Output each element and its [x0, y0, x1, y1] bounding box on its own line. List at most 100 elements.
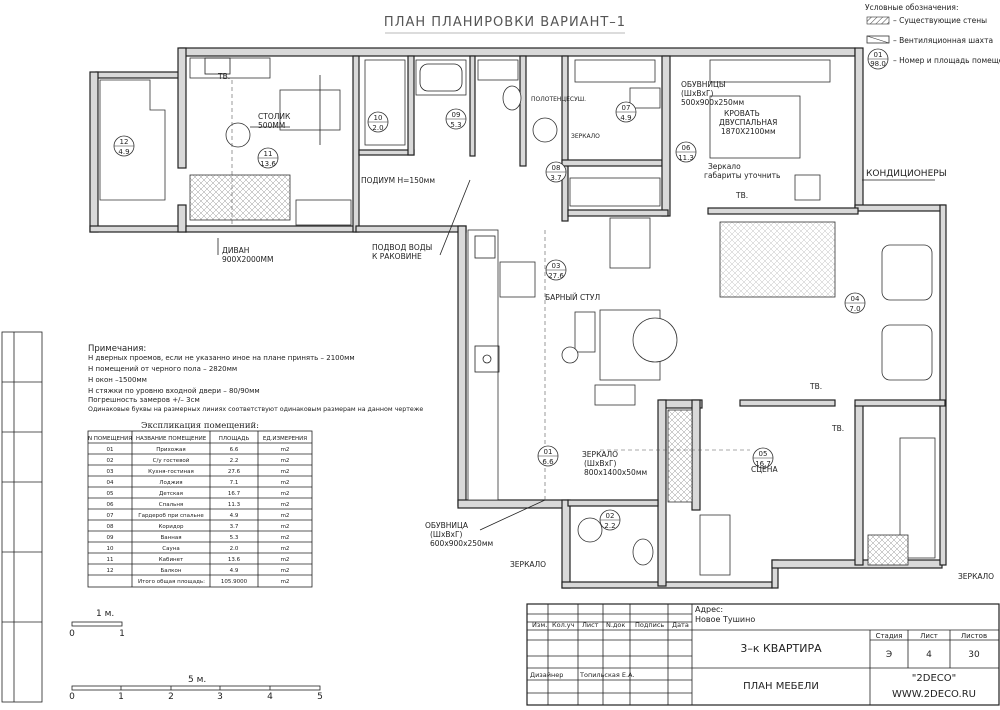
obuvnica-label-1: ОБУВНИЦА [425, 521, 469, 530]
legend-item-room: – Номер и площадь помещения [893, 56, 1000, 65]
annotations: ТВ. СТОЛИК 500ММ ДИВАН 900Х2000ММ ПОДИУМ… [217, 72, 994, 581]
zerkalo-right-label: ЗЕРКАЛО [958, 572, 994, 581]
explication-title: Экспликация помещений: [141, 421, 259, 431]
expl-cell: 2.0 [230, 546, 239, 552]
obuvnicy-label-3: 500х900х250мм [681, 98, 744, 107]
furniture [99, 57, 936, 576]
svg-text:06: 06 [682, 144, 691, 152]
binding-stamp [1, 331, 43, 703]
expl-cell: Балкон [161, 568, 182, 574]
expl-cell: m2 [281, 491, 290, 497]
note-line-5: Погрешность замеров +/– 3см [88, 396, 200, 404]
svg-text:08: 08 [552, 164, 561, 172]
expl-total-label: Итого общая площадь: [138, 579, 205, 585]
note-line-2: Н помещений от черного пола – 2820мм [88, 365, 237, 373]
expl-cell: 09 [107, 535, 114, 541]
svg-text:3: 3 [217, 692, 223, 702]
expl-cell: Лоджия [159, 480, 182, 486]
expl-cell: m2 [281, 458, 290, 464]
svg-text:09: 09 [452, 111, 461, 119]
zerkalo-gab-label-1: Зеркало [708, 162, 741, 171]
svg-text:12: 12 [120, 138, 129, 146]
svg-text:13.6: 13.6 [260, 160, 276, 168]
room-marker-04: 04 7.0 [844, 292, 866, 314]
expl-cell: m2 [281, 502, 290, 508]
expl-cell: С/у гостевой [153, 457, 190, 464]
svg-text:4: 4 [267, 692, 273, 702]
expl-cell: Сауна [162, 546, 179, 552]
expl-header-name: НАЗВАНИЕ ПОМЕЩЕНИЕ [136, 436, 207, 442]
plan-title: ПЛАН ПЛАНИРОВКИ ВАРИАНТ–1 [384, 15, 626, 30]
expl-cell: 10 [107, 546, 114, 552]
scena-label: СЦЕНА [751, 465, 778, 474]
krovat-label-2: ДВУСПАЛЬНАЯ [719, 118, 777, 127]
expl-cell: 01 [107, 447, 114, 453]
expl-cell: 16.7 [228, 491, 241, 497]
expl-cell: 06 [107, 502, 114, 508]
svg-text:11: 11 [264, 150, 273, 158]
expl-cell: 07 [107, 513, 114, 519]
svg-text:07: 07 [622, 104, 631, 112]
svg-text:05: 05 [759, 450, 768, 458]
expl-cell: 4.9 [230, 513, 239, 519]
svg-text:01: 01 [544, 448, 553, 456]
expl-header-area: ПЛОЩАДЬ [219, 436, 250, 442]
tb-header-ndok: N.док [606, 621, 625, 629]
svg-text:3.7: 3.7 [550, 174, 561, 182]
svg-text:0: 0 [69, 629, 75, 639]
stolik-label: СТОЛИК [258, 112, 291, 121]
expl-cell: Кабинет [159, 557, 184, 563]
svg-text:1: 1 [118, 692, 124, 702]
scale-5m-label: 5 м. [188, 675, 206, 685]
svg-text:6.6: 6.6 [542, 458, 554, 466]
room-marker-01: 01 6.6 [537, 445, 559, 467]
room-markers: 12 4.9 11 13.6 10 2.0 09 5.3 08 3.7 [113, 101, 866, 531]
expl-cell: Кухня-гостиная [148, 469, 194, 475]
expl-cell: Прихожая [156, 447, 185, 453]
svg-text:02: 02 [606, 512, 615, 520]
svg-text:1: 1 [119, 629, 125, 639]
krovat-label-1: КРОВАТЬ [724, 109, 760, 118]
zerkalo-hall-label-3: 800х1400х50мм [584, 468, 647, 477]
expl-cell: 12 [107, 568, 114, 574]
obuvnicy-label-2: (ШхВхГ) [681, 89, 714, 98]
obuvnica-label-2: (ШхВхГ) [430, 530, 463, 539]
tv-label-living: ТВ. [809, 382, 822, 391]
expl-total-unit: m2 [281, 579, 290, 585]
scale-1m: 1 м. 0 1 [69, 609, 125, 639]
expl-cell: m2 [281, 568, 290, 574]
expl-cell: 11 [107, 557, 114, 563]
svg-text:10: 10 [374, 114, 383, 122]
expl-cell: 11.3 [228, 502, 241, 508]
svg-text:2.2: 2.2 [604, 522, 615, 530]
expl-cell: 13.6 [228, 557, 241, 563]
expl-cell: 2.2 [230, 458, 239, 464]
tb-sheets: 30 [968, 650, 980, 660]
tb-address: Новое Тушино [695, 615, 755, 624]
tv-label-children: ТВ. [831, 424, 844, 433]
zerkalo-gab-label-2: габариты уточнить [704, 171, 780, 180]
room-marker-02: 02 2.2 [599, 509, 621, 531]
tb-sheet: 4 [926, 650, 932, 660]
expl-cell: m2 [281, 447, 290, 453]
expl-cell: 4.9 [230, 568, 239, 574]
svg-text:04: 04 [851, 295, 860, 303]
tb-header-data: Дата [672, 621, 689, 629]
tb-project: 3–к КВАРТИРА [740, 642, 822, 655]
tb-sheets-header: Листов [961, 632, 987, 640]
expl-cell: 04 [107, 480, 114, 486]
svg-text:5: 5 [317, 692, 323, 702]
tb-header-podpis: Подпись [635, 621, 664, 629]
obuvnica-label-3: 600х900х250мм [430, 539, 493, 548]
room-marker-03: 03 27.6 [545, 259, 567, 281]
expl-cell: Коридор [159, 524, 185, 530]
walls [89, 47, 947, 589]
legend-wall-swatch [866, 16, 890, 25]
tb-designer-label: Дизайнер [530, 671, 563, 679]
legend-heading: Условные обозначения: [865, 3, 958, 12]
expl-cell: 6.6 [230, 447, 239, 453]
expl-cell: 02 [107, 458, 114, 464]
note-line-3: Н окон –1500мм [88, 376, 147, 384]
explication-table: Экспликация помещений: N ПОМЕЩЕНИЯ НАЗВА… [87, 421, 313, 588]
svg-text:01: 01 [874, 51, 883, 59]
